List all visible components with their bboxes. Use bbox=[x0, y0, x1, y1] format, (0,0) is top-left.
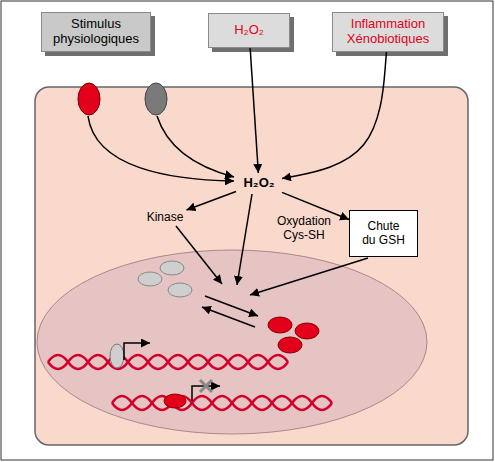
dna-strand bbox=[48, 355, 288, 369]
receptor-red bbox=[78, 83, 100, 115]
node-text: Chute du GSH bbox=[360, 220, 407, 248]
dna-strand bbox=[112, 396, 332, 410]
receptor-gray bbox=[145, 83, 167, 115]
source-box: Inflammation Xénobiotiques bbox=[332, 12, 444, 52]
node-text: H₂O₂ bbox=[243, 176, 274, 191]
active-factor bbox=[295, 323, 319, 339]
blocked-mark bbox=[200, 380, 212, 392]
signal-connector bbox=[282, 52, 386, 179]
transcription-arrow bbox=[192, 386, 220, 401]
node-text: Stimulus physiologiques bbox=[48, 17, 144, 47]
bound-inactive-factor bbox=[110, 344, 124, 368]
kinase-node: Kinase bbox=[142, 210, 188, 226]
source-box: H₂O₂ bbox=[208, 13, 290, 48]
signal-connector bbox=[250, 48, 258, 173]
inactive-factor bbox=[138, 272, 162, 286]
process-box: Chute du GSH bbox=[349, 210, 418, 257]
signal-arrow bbox=[157, 116, 234, 177]
signal-arrow bbox=[88, 116, 234, 181]
bound-active-factor bbox=[164, 394, 186, 408]
cell-membrane bbox=[35, 87, 468, 445]
inactive-factor bbox=[168, 283, 192, 297]
nucleus bbox=[37, 250, 427, 434]
mechanism-label: Oxydation Cys-SH bbox=[272, 214, 336, 243]
central-molecule: H₂O₂ bbox=[236, 173, 282, 193]
dna-strand bbox=[112, 396, 332, 410]
transcription-arrow bbox=[124, 343, 150, 360]
equilibrium-arrow bbox=[205, 296, 258, 316]
node-text: Kinase bbox=[147, 211, 184, 225]
dna-strand bbox=[48, 355, 288, 369]
equilibrium-arrow bbox=[202, 307, 255, 327]
signal-connector bbox=[186, 192, 236, 210]
signal-arrow bbox=[176, 226, 222, 284]
signal-arrow bbox=[237, 194, 252, 285]
inactive-factor bbox=[160, 261, 184, 275]
node-text: H₂O₂ bbox=[234, 23, 264, 38]
active-factor bbox=[268, 317, 292, 333]
stimulus-box: Stimulus physiologiques bbox=[41, 12, 151, 52]
signal-arrow bbox=[250, 258, 368, 295]
node-text: Inflammation Xénobiotiques bbox=[339, 17, 437, 47]
active-factor bbox=[278, 337, 302, 353]
